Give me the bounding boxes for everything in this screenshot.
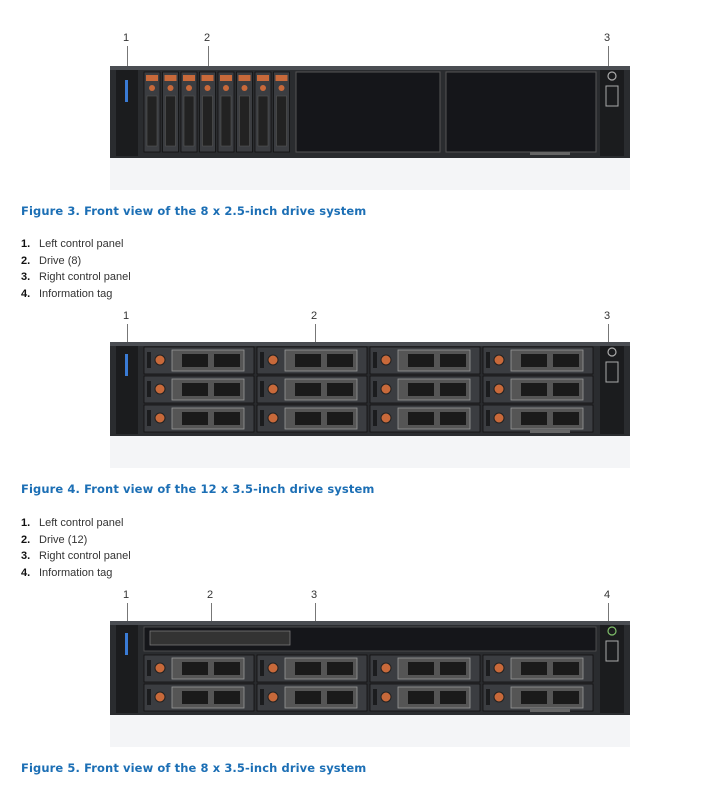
left-control-panel (116, 346, 138, 434)
drive-bays-3x4 (143, 346, 594, 433)
callout-1: 1 (123, 310, 130, 322)
drive (143, 683, 255, 712)
vent-panel (295, 71, 441, 153)
drive (199, 71, 216, 153)
drive (217, 71, 235, 153)
callout-2: 2 (207, 589, 214, 601)
drive (369, 654, 481, 683)
drive (482, 683, 594, 712)
drive (256, 404, 368, 433)
legend-item: 3.Right control panel (21, 550, 131, 563)
callout-2: 2 (311, 310, 318, 322)
optical-bay (149, 630, 291, 646)
figure-4-legend: 1.Left control panel 2.Drive (12) 3.Righ… (21, 515, 131, 582)
callout-3: 3 (311, 589, 318, 601)
right-control-panel (600, 346, 624, 434)
vent-panel (445, 71, 597, 153)
drive (369, 404, 481, 433)
drive-bays-2x4 (143, 654, 594, 712)
drive (273, 71, 290, 153)
callout-3: 3 (604, 32, 611, 44)
figure-3-caption: Figure 3. Front view of the 8 x 2.5-inch… (21, 204, 367, 218)
drive (143, 654, 255, 683)
callout-4: 4 (604, 589, 611, 601)
drive (162, 71, 179, 153)
drive (482, 375, 594, 404)
drive (143, 346, 255, 375)
legend-item: 2.Drive (8) (21, 254, 82, 267)
drive (369, 375, 481, 404)
drive (369, 346, 481, 375)
drive (143, 71, 161, 153)
legend-item: 1.Left control panel (21, 238, 124, 250)
server-front-8x2-5 (110, 66, 630, 190)
drive (256, 346, 368, 375)
right-control-panel (600, 70, 624, 156)
server-front-8x3-5 (110, 621, 630, 747)
drive (254, 71, 272, 153)
drive (482, 346, 594, 375)
drive (143, 404, 255, 433)
legend-item: 1.Left control panel (21, 517, 124, 529)
figure-4-caption: Figure 4. Front view of the 12 x 3.5-inc… (21, 482, 375, 496)
callout-1: 1 (123, 32, 130, 44)
legend-item: 4.Information tag (21, 567, 113, 580)
legend-item: 4.Information tag (21, 288, 113, 301)
server-front-12x3-5 (110, 342, 630, 468)
drive (482, 404, 594, 433)
legend-item: 2.Drive (12) (21, 533, 88, 546)
drive (256, 683, 368, 712)
drive-bays (143, 71, 290, 153)
drive (482, 654, 594, 683)
callout-1: 1 (123, 589, 130, 601)
information-tag (530, 152, 570, 155)
drive (143, 375, 255, 404)
information-tag (530, 709, 570, 712)
drive (180, 71, 198, 153)
left-control-panel (116, 70, 138, 156)
callout-3: 3 (604, 310, 611, 322)
figure-3-legend: 1.Left control panel 2.Drive (8) 3.Right… (21, 236, 131, 303)
figure-5-caption: Figure 5. Front view of the 8 x 3.5-inch… (21, 761, 367, 775)
left-control-panel (116, 625, 138, 713)
drive (256, 654, 368, 683)
drive (256, 375, 368, 404)
right-control-panel (600, 625, 624, 713)
callout-2: 2 (204, 32, 211, 44)
drive (236, 71, 253, 153)
legend-item: 3.Right control panel (21, 271, 131, 284)
drive (369, 683, 481, 712)
information-tag (530, 430, 570, 433)
